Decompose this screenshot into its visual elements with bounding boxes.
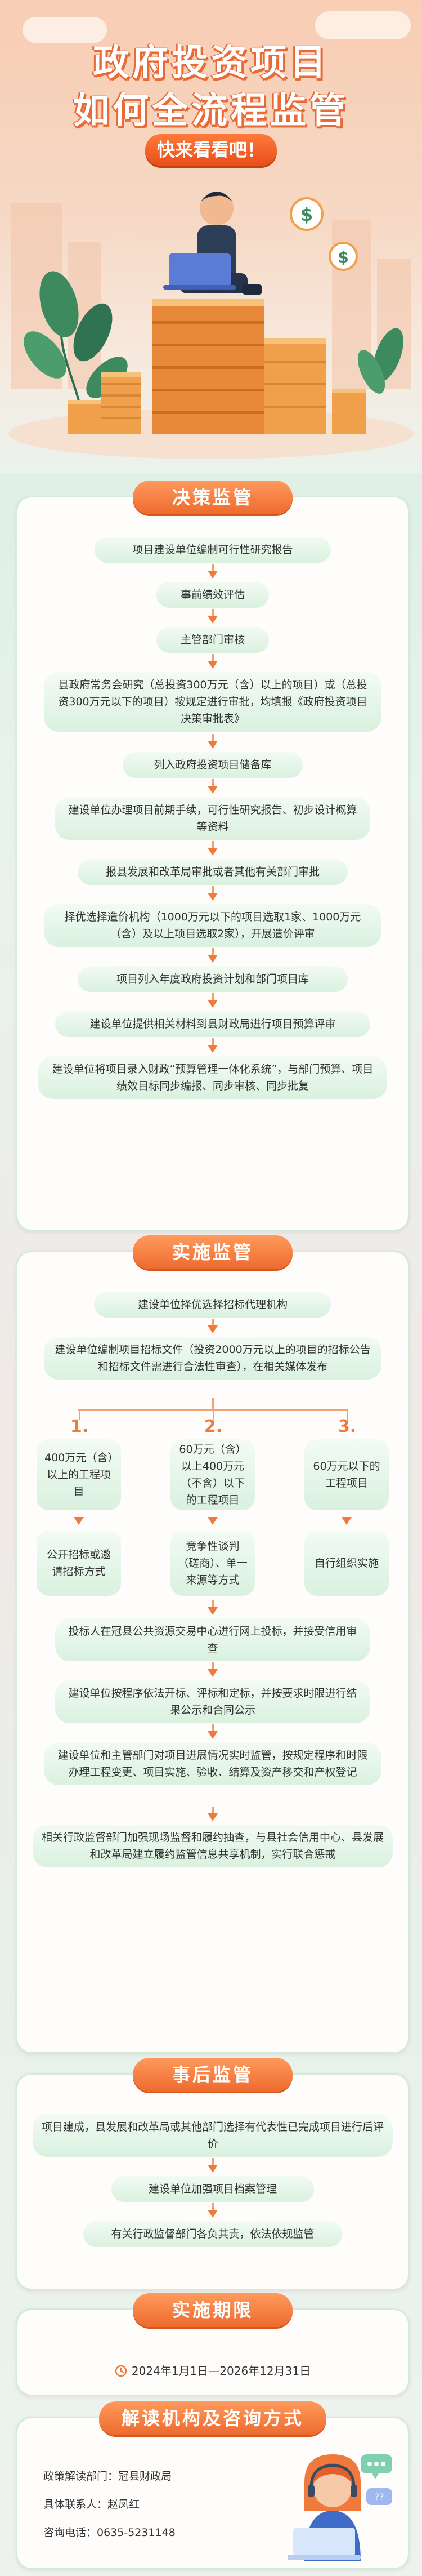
illustration-scene: $ $ — [8, 192, 414, 459]
impl-step-2: 建设单位编制项目招标文件（投资2000万元以上的项目的招标公告和招标文件需进行合… — [44, 1337, 381, 1380]
decision-title: 决策监管 — [133, 481, 293, 514]
arrow-down-icon — [208, 955, 218, 963]
cloud-decoration — [23, 17, 107, 43]
arrow-down-icon — [208, 1517, 218, 1525]
coin-stack-icon — [68, 372, 141, 434]
decision-step-8: 择优选择造价机构（1000万元以下的项目选取1家、1000万元（含）及以上项目选… — [44, 904, 381, 947]
plant-icon — [24, 271, 128, 429]
laptop-icon — [288, 2528, 361, 2560]
period-title: 实施期限 — [133, 2293, 293, 2327]
dollar-coin-icon: $ — [290, 197, 324, 231]
arrow-down-icon — [208, 1813, 218, 1821]
decision-step-3: 主管部门审核 — [156, 627, 269, 653]
impl-step-1: 建设单位择优选择招标代理机构 — [95, 1292, 331, 1318]
arrow-down-icon — [208, 571, 218, 579]
svg-text:$: $ — [300, 204, 313, 225]
contact-phone: 咨询电话：0635-5231148 — [43, 2526, 176, 2539]
arrow-down-icon — [208, 1607, 218, 1615]
decision-step-9: 项目列入年度政府投资计划和部门项目库 — [78, 966, 348, 992]
dollar-coin-icon: $ — [329, 242, 358, 271]
chat-bubble-icon: ?? — [366, 2488, 392, 2505]
post-step-1: 项目建成，县发展和改革局或其他部门选择有代表性已完成项目进行后评价 — [33, 2114, 393, 2157]
decision-step-7: 报县发展和改革局审批或者其他有关部门审批 — [78, 859, 348, 885]
decision-step-2: 事前绩效评估 — [156, 582, 269, 608]
arrow-down-icon — [74, 1517, 84, 1525]
post-title: 事后监管 — [133, 2058, 293, 2092]
impl-step-4: 建设单位按程序依法开标、评标和定标，并按要求时限进行结果公示和合同公示 — [55, 1680, 370, 1723]
clock-icon — [115, 2365, 127, 2377]
period-date: 2024年1月1日—2026年12月31日 — [131, 2364, 311, 2378]
arrow-down-icon — [208, 1731, 218, 1739]
branch-number-2: 2. — [204, 1417, 223, 1436]
contact-person: 具体联系人：赵凤红 — [43, 2498, 140, 2511]
period-panel: 实施期限 2024年1月1日—2026年12月31日 — [16, 2293, 410, 2396]
decision-step-4: 县政府常务会研究（总投资300万元（含）以上的项目）或（总投资300万元以下的项… — [44, 672, 381, 732]
decision-step-10: 建设单位提供相关材料到县财政局进行项目预算评审 — [55, 1011, 370, 1037]
implementation-panel: 实施监管 建设单位择优选择招标代理机构 建设单位编制项目招标文件（投资2000万… — [16, 1235, 410, 2054]
cloud-decoration — [315, 11, 411, 39]
post-step-3: 有关行政监督部门各负其责，依法依规监管 — [83, 2221, 342, 2247]
decision-step-5: 列入政府投资项目储备库 — [123, 752, 303, 778]
contact-title: 解读机构及咨询方式 — [99, 2401, 326, 2435]
svg-text:??: ?? — [375, 2492, 384, 2502]
arrow-down-icon — [208, 741, 218, 749]
implementation-title: 实施监管 — [133, 1235, 293, 1269]
customer-service-illustration: ?? — [288, 2454, 392, 2561]
arrow-down-icon — [208, 1045, 218, 1053]
branch-condition-2: 60万元（含）以上400万元（不含）以下的工程项目 — [170, 1439, 255, 1510]
hero-title-line2: 如何全流程监管 — [73, 90, 349, 132]
decision-step-11: 建设单位将项目录入财政“预算管理一体化系统”，与部门预算、项目绩效目标同步编报、… — [38, 1056, 387, 1099]
post-panel: 事后监管 项目建成，县发展和改革局或其他部门选择有代表性已完成项目进行后评价 建… — [16, 2058, 410, 2290]
branch-condition-1: 400万元（含）以上的工程项目 — [37, 1439, 121, 1510]
plant-icon — [357, 328, 403, 394]
arrow-down-icon — [208, 848, 218, 856]
decision-step-1: 项目建设单位编制可行性研究报告 — [95, 537, 331, 563]
period-date-row: 2024年1月1日—2026年12月31日 — [17, 2362, 408, 2378]
post-step-2: 建设单位加强项目档案管理 — [111, 2176, 314, 2202]
coin-stack-icon — [152, 299, 366, 434]
contact-org: 政策解读部门：冠县财政局 — [43, 2470, 172, 2482]
arrow-down-icon — [208, 1669, 218, 1677]
hero-banner: 政府投资项目 如何全流程监管 快来看看吧！ — [0, 0, 422, 473]
branch-number-1: 1. — [70, 1417, 89, 1436]
impl-step-6: 相关行政监督部门加强现场监督和履约抽查，与县社会信用中心、县发展和改革局建立履约… — [33, 1825, 393, 1867]
arrow-down-icon — [208, 2165, 218, 2173]
arrow-down-icon — [208, 2210, 218, 2218]
arrow-down-icon — [208, 893, 218, 901]
arrow-down-icon — [208, 661, 218, 669]
impl-step-3: 投标人在冠县公共资源交易中心进行网上投标，并接受信用审查 — [55, 1618, 370, 1661]
branch-method-2: 竞争性谈判（磋商）、单一来源等方式 — [170, 1531, 255, 1596]
contact-panel: 解读机构及咨询方式 政策解读部门：冠县财政局 具体联系人：赵凤红 咨询电话：06… — [16, 2401, 410, 2570]
decision-panel: 决策监管 项目建设单位编制可行性研究报告 事前绩效评估 主管部门审核 县政府常务… — [16, 481, 410, 1231]
arrow-down-icon — [208, 1000, 218, 1008]
arrow-down-icon — [208, 1325, 218, 1333]
impl-step-5: 建设单位和主管部门对项目进展情况实时监管，按规定程序和时限办理工程变更、项目实施… — [44, 1742, 381, 1785]
arrow-down-icon — [208, 786, 218, 794]
decision-step-6: 建设单位办理项目前期手续，可行性研究报告、初步设计概算等资料 — [55, 797, 370, 840]
arrow-down-icon — [342, 1517, 352, 1525]
arrow-down-icon — [208, 616, 218, 624]
branch-number-3: 3. — [338, 1417, 357, 1436]
branch-method-3: 自行组织实施 — [304, 1531, 389, 1596]
chat-bubble-icon — [361, 2454, 392, 2479]
branch-condition-3: 60万元以下的工程项目 — [304, 1439, 389, 1510]
svg-text:$: $ — [338, 248, 348, 266]
businessman-icon — [163, 192, 262, 295]
branch-method-1: 公开招标或邀请招标方式 — [37, 1531, 121, 1596]
hero-title-line1: 政府投资项目 — [93, 42, 329, 84]
cta-badge: 快来看看吧！ — [145, 134, 277, 166]
